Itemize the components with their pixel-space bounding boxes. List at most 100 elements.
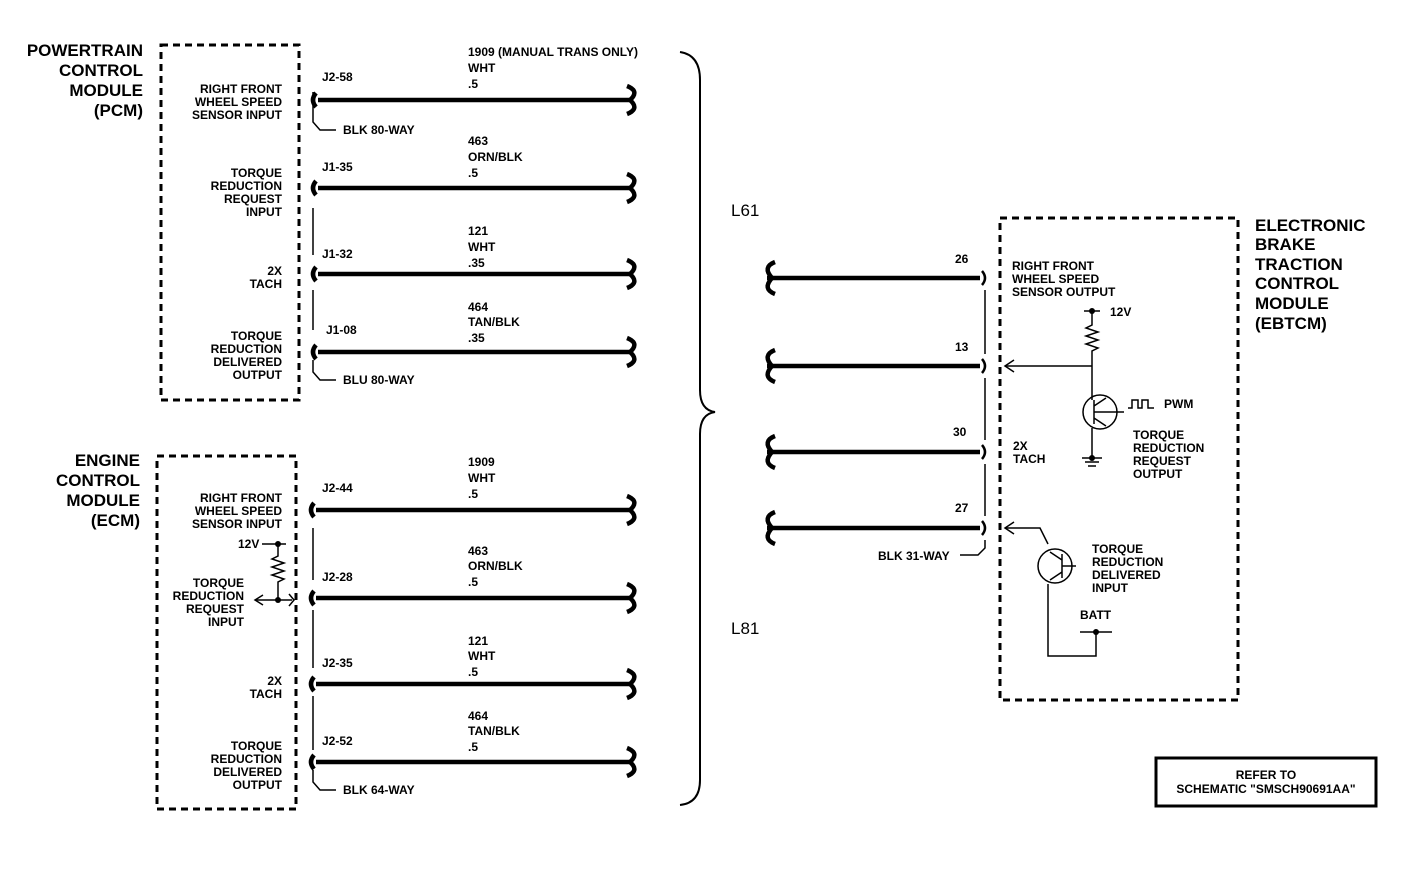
resistor-icon — [269, 544, 287, 600]
circuit-number: 1909 — [468, 455, 495, 469]
pin-terminal — [310, 265, 318, 283]
pin-terminal — [981, 270, 987, 286]
signal-line — [1005, 527, 1049, 545]
ecm-pin-label: REDUCTION — [173, 589, 244, 603]
wire-color: TAN/BLK — [468, 724, 520, 738]
wire-color: WHT — [468, 240, 496, 254]
pin-terminal — [308, 753, 316, 771]
pcm-connector-bottom: BLU 80-WAY — [343, 373, 415, 387]
circuit-number: 121 — [468, 224, 488, 238]
pcm-box — [159, 43, 301, 402]
ecm-pin-label: TACH — [250, 687, 282, 701]
junction-node — [275, 597, 281, 603]
wire-break — [626, 257, 637, 291]
pin-id: 26 — [955, 252, 969, 266]
ebtcm-label-line: TORQUE — [1092, 542, 1143, 556]
ecm-title-line: (ECM) — [91, 511, 140, 530]
wire-color: WHT — [468, 471, 496, 485]
pin-id: J2-35 — [322, 656, 353, 670]
wire-break — [765, 347, 776, 385]
pin-id: J2-58 — [322, 70, 353, 84]
ecm-title-line: ENGINE — [75, 451, 140, 470]
refer-box — [1154, 756, 1378, 808]
ebtcm-title-line: (EBTCM) — [1255, 314, 1327, 333]
ecm-title-line: MODULE — [66, 491, 140, 510]
wire-gauge: .5 — [468, 77, 478, 91]
refer-text: SCHEMATIC "SMSCH90691AA" — [1176, 782, 1355, 796]
arrow-icon — [1003, 521, 1015, 535]
engine-label-l81: L81 — [731, 619, 759, 638]
ebtcm-request-circuit: 12V PWM TORQUE REDUCTION REQUEST OUTPUT — [1003, 305, 1204, 481]
wire-break — [765, 509, 776, 547]
resistor-icon — [1083, 311, 1101, 366]
wire-gauge: .5 — [468, 740, 478, 754]
ecm-pin-label: TORQUE — [231, 739, 282, 753]
ebtcm-12v-label: 12V — [1110, 305, 1131, 319]
pin-id: J2-52 — [322, 734, 353, 748]
ebtcm-wire-2: 13 — [765, 340, 980, 385]
ebtcm-connector-line — [960, 540, 986, 556]
pcm-pin-labels: RIGHT FRONT WHEEL SPEED SENSOR INPUT TOR… — [192, 82, 283, 382]
ecm-pin-label: DELIVERED — [213, 765, 282, 779]
pcm-pin-label: DELIVERED — [213, 355, 282, 369]
ebtcm-title: ELECTRONIC BRAKE TRACTION CONTROL MODULE… — [1255, 216, 1366, 333]
wire-color: ORN/BLK — [468, 150, 523, 164]
pcm-pin-label: REDUCTION — [211, 342, 282, 356]
ebtcm-title-line: CONTROL — [1255, 274, 1339, 293]
circuit-number: 121 — [468, 634, 488, 648]
ecm-wire-1: J2-44 1909 WHT .5 — [308, 455, 637, 527]
pcm-connector-line — [312, 360, 336, 381]
pin-terminal — [308, 501, 316, 519]
engine-label-l61: L61 — [731, 201, 759, 220]
ecm-pin-label: REDUCTION — [211, 752, 282, 766]
ecm-pin-label: 2X — [267, 674, 282, 688]
pwm-label: PWM — [1164, 397, 1193, 411]
pin-terminal — [981, 444, 987, 460]
pcm-connector-line — [312, 92, 336, 131]
circuit-number: 464 — [468, 709, 488, 723]
pcm-pin-label: SENSOR INPUT — [192, 108, 283, 122]
ebtcm-label-line: INPUT — [1092, 581, 1129, 595]
pcm-title-line: CONTROL — [59, 61, 143, 80]
pcm-wire-3: J1-32 121 WHT .35 — [310, 224, 637, 291]
pcm-title-line: MODULE — [69, 81, 143, 100]
ebtcm-title-line: MODULE — [1255, 294, 1329, 313]
pcm-title-line: POWERTRAIN — [27, 41, 143, 60]
ebtcm-tach-label: 2X — [1013, 439, 1028, 453]
wire-break — [626, 667, 637, 701]
pin-terminal — [981, 520, 987, 536]
engine-option-brace — [679, 51, 716, 806]
pcm-pin-label: 2X — [267, 264, 282, 278]
circuit-number: 463 — [468, 544, 488, 558]
ecm-12v-label: 12V — [238, 537, 259, 551]
ebtcm-label-line: WHEEL SPEED — [1012, 272, 1099, 286]
ebtcm-wire-4: 27 — [765, 501, 980, 547]
transistor-symbol — [1049, 551, 1063, 581]
wire-break — [626, 493, 637, 527]
pcm-pin-label: RIGHT FRONT — [200, 82, 283, 96]
wire-break — [626, 581, 637, 615]
ecm-wire-2: J2-28 463 ORN/BLK .5 — [308, 544, 637, 615]
refer-text: REFER TO — [1236, 768, 1296, 782]
pwm-icon — [1128, 399, 1154, 409]
wire-gauge: .5 — [468, 487, 478, 501]
circuit-number: 464 — [468, 300, 488, 314]
wire-break — [626, 335, 637, 369]
pcm-pin-label: TORQUE — [231, 329, 282, 343]
ebtcm-label-line: SENSOR OUTPUT — [1012, 285, 1116, 299]
wire-color: TAN/BLK — [468, 315, 520, 329]
wire-break — [765, 433, 776, 471]
ebtcm-label-line: TORQUE — [1133, 428, 1184, 442]
pin-terminal — [310, 179, 318, 197]
pcm-wire-1: J2-58 1909 (MANUAL TRANS ONLY) WHT .5 — [310, 45, 638, 117]
wire-break — [765, 259, 776, 297]
batt-node — [1093, 629, 1099, 635]
pin-terminal — [308, 589, 316, 607]
wire-break — [626, 745, 637, 779]
circuit-number: 1909 (MANUAL TRANS ONLY) — [468, 45, 638, 59]
pcm-title: POWERTRAIN CONTROL MODULE (PCM) — [27, 41, 143, 120]
pin-id: 27 — [955, 501, 969, 515]
wire-gauge: .5 — [468, 665, 478, 679]
pin-id: J2-28 — [322, 570, 353, 584]
wire-gauge: .35 — [468, 256, 485, 270]
